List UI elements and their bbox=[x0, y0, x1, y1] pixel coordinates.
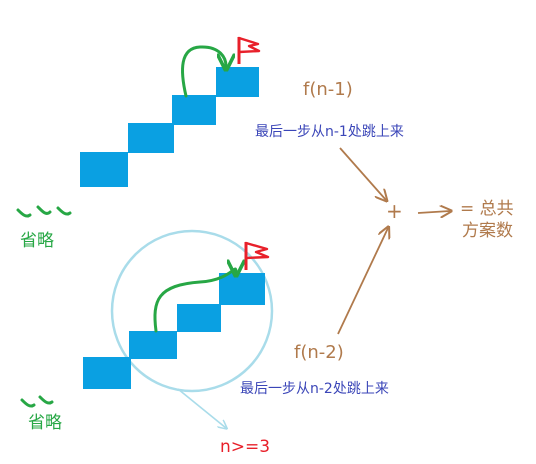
top-step-3 bbox=[172, 95, 216, 125]
top-step-1 bbox=[80, 152, 128, 187]
result-line-2: 方案数 bbox=[462, 221, 513, 241]
top-staircase bbox=[80, 67, 259, 187]
ellipsis-top bbox=[16, 205, 72, 218]
top-step-2 bbox=[128, 123, 174, 153]
plus-sign: + bbox=[386, 199, 403, 223]
ellipsis-label-top: 省略 bbox=[20, 231, 54, 251]
flag-icon bbox=[244, 241, 270, 270]
top-caption: 最后一步从n-1处跳上来 bbox=[255, 124, 404, 140]
ellipsis-label-bottom: 省略 bbox=[28, 413, 62, 433]
bottom-jump-arrow bbox=[153, 269, 236, 333]
bottom-step-2 bbox=[129, 331, 177, 359]
condition-label: n>=3 bbox=[220, 437, 270, 457]
bottom-staircase bbox=[83, 273, 265, 389]
flag-icon bbox=[237, 36, 261, 64]
ellipsis-bottom bbox=[20, 395, 54, 408]
arrow-top-to-plus bbox=[339, 147, 386, 200]
focus-circle bbox=[110, 229, 274, 393]
top-jump-arrow bbox=[181, 45, 226, 98]
bottom-step-3 bbox=[177, 304, 221, 332]
top-step-4 bbox=[216, 67, 259, 97]
arrow-plus-to-result bbox=[417, 211, 450, 213]
condition-pointer bbox=[177, 388, 226, 428]
bottom-step-1 bbox=[83, 357, 131, 389]
arrow-bottom-to-plus bbox=[337, 228, 388, 335]
bottom-formula: f(n-2) bbox=[294, 342, 344, 363]
top-formula: f(n-1) bbox=[303, 79, 353, 100]
bottom-caption: 最后一步从n-2处跳上来 bbox=[240, 381, 389, 397]
bottom-step-4 bbox=[219, 273, 265, 305]
result-line-1: = 总共 bbox=[460, 199, 514, 219]
